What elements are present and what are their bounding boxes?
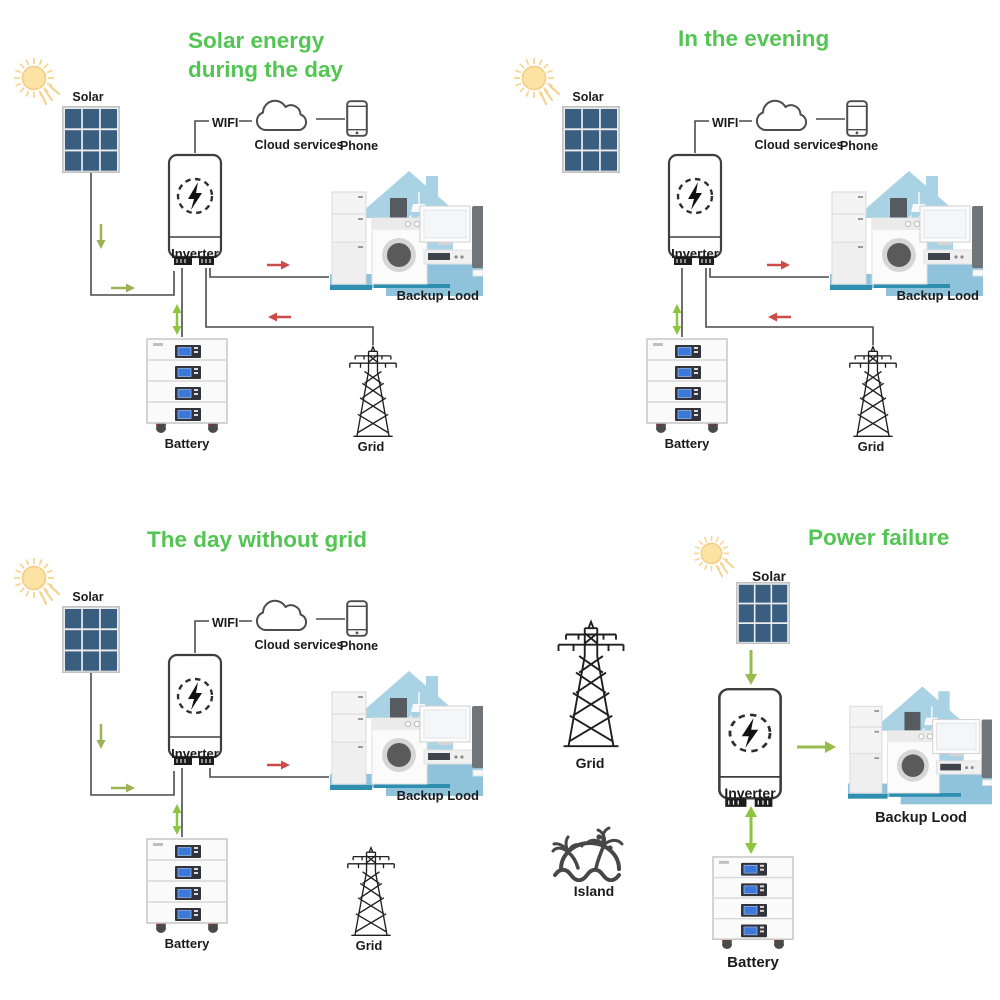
scenario-power-failure: Power failure Grid Island Solar Inverter… bbox=[551, 525, 992, 971]
arrow-load-red bbox=[267, 760, 290, 770]
inverter-label: Inverter bbox=[724, 785, 776, 801]
inverter-label: Inverter bbox=[671, 246, 719, 261]
cloud-icon bbox=[255, 99, 308, 132]
wire-inverter-to-load bbox=[209, 268, 329, 278]
grid-tower-icon bbox=[349, 346, 397, 437]
wire-inverter-to-grid bbox=[205, 268, 374, 345]
grid-tower-icon bbox=[347, 847, 395, 936]
grid-tower-icon bbox=[557, 620, 625, 748]
arrow-solar-right bbox=[111, 283, 135, 293]
wire-inverter-to-load bbox=[709, 268, 829, 278]
arrow-battery-bidirectional bbox=[745, 806, 757, 854]
backup-load-house-icon bbox=[830, 170, 983, 297]
solar-panel-icon bbox=[62, 606, 120, 673]
inverter-label: Inverter bbox=[171, 246, 219, 261]
wire-inverter-to-grid bbox=[705, 268, 874, 345]
backup-load-label: Backup Lood bbox=[397, 788, 479, 803]
grid-label: Grid bbox=[356, 938, 383, 953]
wifi-label: WIFI bbox=[212, 116, 238, 130]
arrow-load-green bbox=[797, 741, 836, 753]
wire-solar-to-inverter bbox=[90, 173, 175, 296]
arrow-solar-down bbox=[96, 724, 106, 749]
battery-icon bbox=[146, 338, 228, 434]
solar-label: Solar bbox=[72, 590, 103, 604]
backup-load-house-icon bbox=[330, 670, 483, 797]
battery-icon bbox=[712, 856, 794, 950]
scenario-title: Solar energy bbox=[188, 28, 325, 53]
arrow-load-red bbox=[267, 260, 290, 270]
sun-icon bbox=[12, 556, 61, 606]
sun-icon bbox=[12, 56, 61, 106]
battery-label: Battery bbox=[165, 936, 211, 951]
backup-load-label: Backup Lood bbox=[397, 288, 479, 303]
wire-solar-to-inverter bbox=[90, 673, 175, 796]
arrow-solar-down bbox=[96, 224, 106, 249]
cloud-icon bbox=[755, 99, 808, 132]
solar-panel-icon bbox=[62, 106, 120, 173]
grid-label: Grid bbox=[858, 439, 885, 454]
arrow-grid-red bbox=[268, 312, 291, 322]
cloud-services-label: Cloud services bbox=[755, 138, 844, 152]
scenario-day-without-grid: The day without grid Solar WIFI Cloud se… bbox=[12, 527, 483, 953]
battery-icon bbox=[146, 838, 228, 934]
sun-icon bbox=[692, 534, 735, 578]
cloud-services-label: Cloud services bbox=[255, 138, 344, 152]
wire-wifi-cloud-phone bbox=[194, 618, 345, 653]
grid-label: Grid bbox=[358, 439, 385, 454]
backup-load-label: Backup Lood bbox=[875, 810, 967, 826]
scenario-title: The day without grid bbox=[147, 527, 367, 552]
scenario-evening: In the evening Solar WIFI Cloud services… bbox=[512, 26, 983, 454]
solar-label: Solar bbox=[572, 90, 603, 104]
island-icon bbox=[551, 826, 624, 882]
phone-label: Phone bbox=[340, 639, 378, 653]
arrow-battery-bidirectional bbox=[172, 304, 182, 335]
wire-inverter-to-load bbox=[209, 768, 329, 778]
phone-label: Phone bbox=[340, 139, 378, 153]
solar-panel-icon bbox=[736, 582, 790, 644]
scenario-title-line2: during the day bbox=[188, 57, 343, 82]
phone-label: Phone bbox=[840, 139, 878, 153]
arrow-solar-right bbox=[111, 783, 135, 793]
arrow-battery-bidirectional bbox=[672, 304, 682, 335]
solar-label: Solar bbox=[72, 90, 103, 104]
battery-label: Battery bbox=[665, 436, 711, 451]
battery-label: Battery bbox=[727, 954, 779, 971]
inverter-label: Inverter bbox=[171, 746, 219, 761]
scenario-solar-day: Solar energy during the day Solar WIFI C… bbox=[12, 28, 483, 454]
arrow-grid-red bbox=[768, 312, 791, 322]
wifi-label: WIFI bbox=[712, 116, 738, 130]
arrow-solar-down bbox=[745, 650, 757, 685]
wire-wifi-cloud-phone bbox=[694, 118, 845, 153]
backup-load-house-icon bbox=[330, 170, 483, 297]
solar-panel-icon bbox=[562, 106, 620, 173]
battery-label: Battery bbox=[165, 436, 211, 451]
scenario-title: In the evening bbox=[678, 26, 829, 51]
arrow-battery-bidirectional bbox=[172, 804, 182, 835]
grid-label: Grid bbox=[576, 755, 605, 771]
wire-wifi-cloud-phone bbox=[194, 118, 345, 153]
cloud-services-label: Cloud services bbox=[255, 638, 344, 652]
backup-load-house-icon bbox=[848, 685, 992, 806]
phone-icon bbox=[346, 100, 368, 137]
phone-icon bbox=[846, 100, 868, 137]
battery-icon bbox=[646, 338, 728, 434]
sun-icon bbox=[512, 56, 561, 106]
arrow-load-red bbox=[767, 260, 790, 270]
wifi-label: WIFI bbox=[212, 616, 238, 630]
scenario-title: Power failure bbox=[808, 525, 949, 550]
solar-label: Solar bbox=[752, 569, 787, 584]
phone-icon bbox=[346, 600, 368, 637]
cloud-icon bbox=[255, 599, 308, 632]
backup-load-label: Backup Lood bbox=[897, 288, 979, 303]
island-label: Island bbox=[574, 883, 614, 899]
grid-tower-icon bbox=[849, 346, 897, 437]
